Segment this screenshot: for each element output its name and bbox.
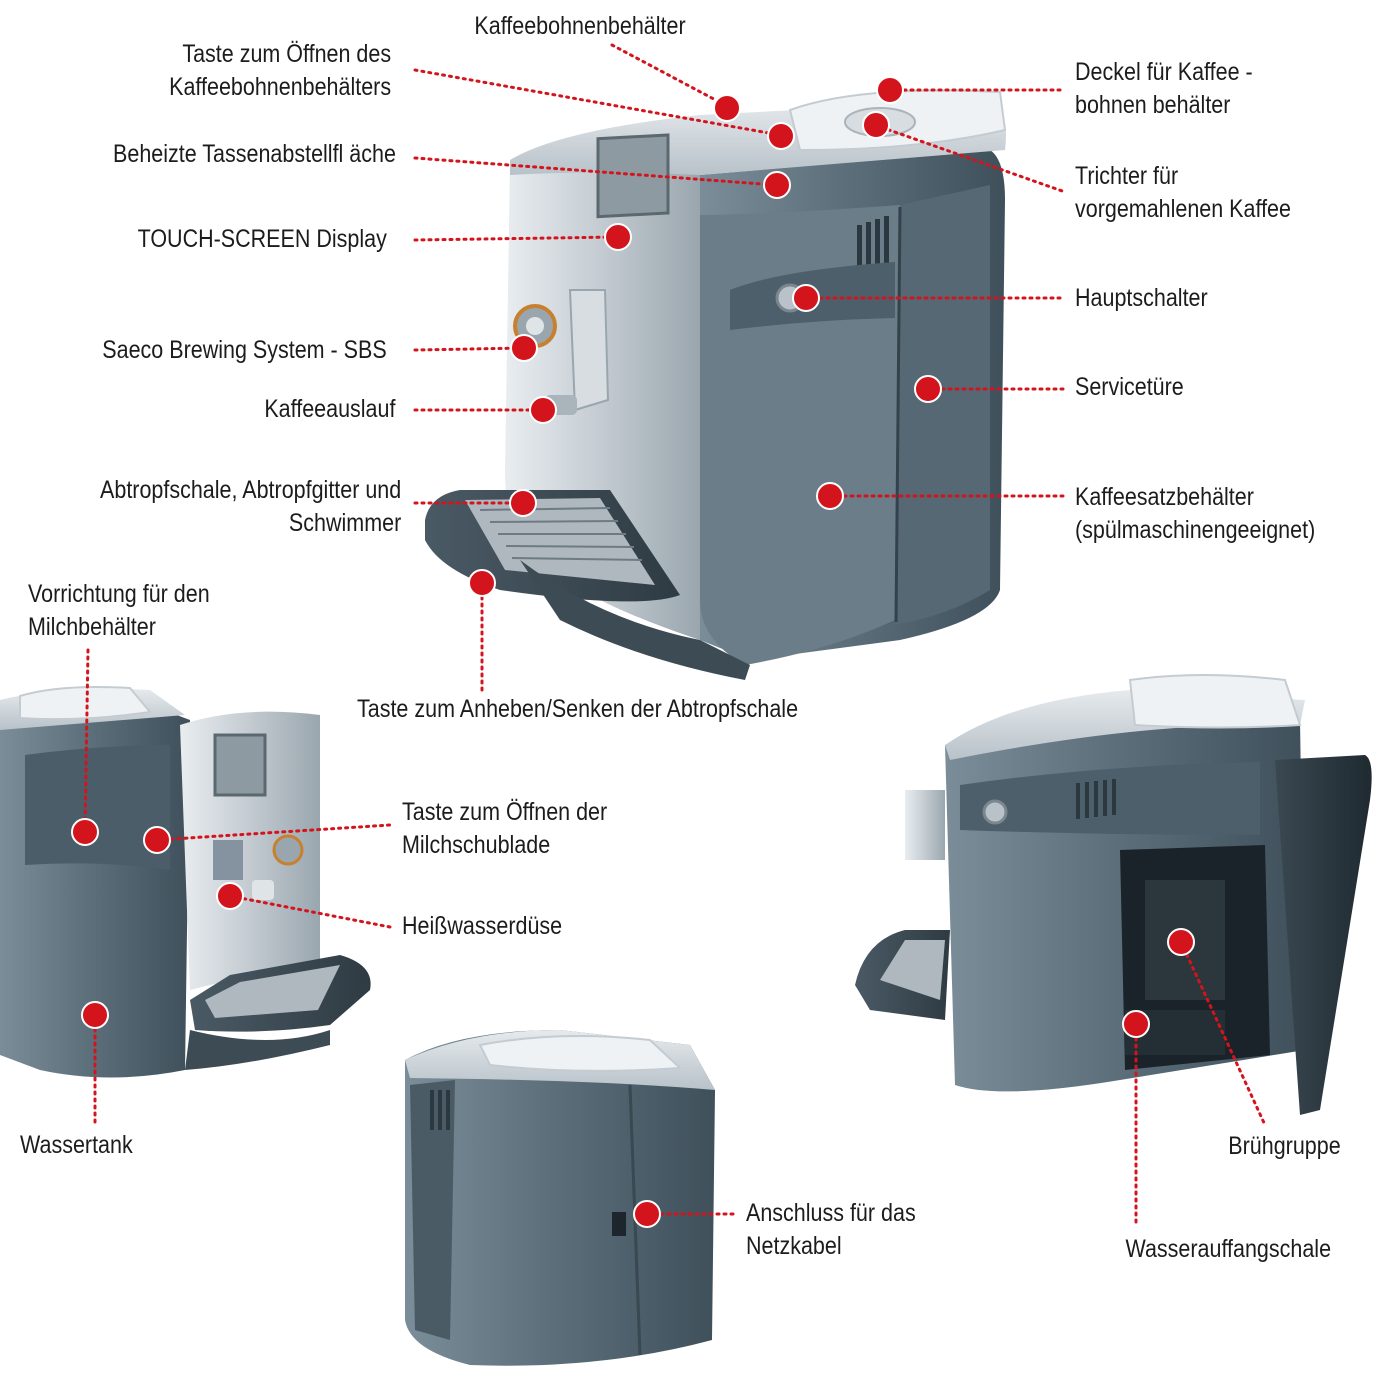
callout-dot <box>144 827 170 853</box>
label-text: bohnen behälter <box>1075 89 1253 122</box>
label-text: Trichter für <box>1075 160 1291 193</box>
callout-dot <box>72 819 98 845</box>
label-text: Beheizte Tassenabstellfl äche <box>113 138 396 171</box>
label-text: Kaffeebohnenbehälters <box>169 71 391 104</box>
label-text: Deckel für Kaffee - <box>1075 56 1253 89</box>
callout-dot <box>764 172 790 198</box>
leader-line <box>415 348 524 350</box>
rear-machine-illustration <box>405 1030 715 1366</box>
label-text: Taste zum Öffnen der <box>402 796 607 829</box>
label-text: Hauptschalter <box>1075 282 1208 315</box>
label-service-door: Servicetüre <box>1075 371 1184 404</box>
label-heated-surface: Beheizte Tassenabstellfl äche <box>113 138 396 171</box>
label-touch-display: TOUCH-SCREEN Display <box>138 223 387 256</box>
label-text: Heißwasserdüse <box>402 910 562 943</box>
label-text: Kaffeesatzbehälter <box>1075 481 1315 514</box>
callout-dot <box>82 1002 108 1028</box>
callout-dot <box>469 570 495 596</box>
callout-dot <box>877 77 903 103</box>
label-text: Abtropfschale, Abtropfgitter und <box>100 474 401 507</box>
open-machine-illustration <box>855 675 1372 1115</box>
label-bean-lid: Deckel für Kaffee - bohnen behälter <box>1075 56 1253 122</box>
callout-dot <box>511 335 537 361</box>
label-text: Taste zum Öffnen des <box>169 38 391 71</box>
label-milk-device: Vorrichtung für den Milchbehälter <box>28 578 210 644</box>
callout-dot <box>217 883 243 909</box>
callout-dot <box>510 490 536 516</box>
label-coffee-spout: Kaffeeauslauf <box>264 393 395 426</box>
label-bean-container: Kaffeebohnenbehälter <box>460 10 701 43</box>
label-text: Milchschublade <box>402 829 607 862</box>
label-brew-group: Brühgruppe <box>1229 1130 1341 1163</box>
label-hot-water: Heißwasserdüse <box>402 910 562 943</box>
side-machine-illustration <box>0 687 371 1078</box>
label-grounds-container: Kaffeesatzbehälter (spülmaschinengeeigne… <box>1075 481 1315 547</box>
callout-dot <box>634 1201 660 1227</box>
label-text: Saeco Brewing System - SBS <box>103 334 387 367</box>
label-tray-button: Taste zum Anheben/Senken der Abtropfscha… <box>357 693 798 726</box>
label-text: Anschluss für das <box>746 1197 916 1230</box>
label-drip-tray: Abtropfschale, Abtropfgitter und Schwimm… <box>100 474 401 540</box>
label-text: (spülmaschinengeeignet) <box>1075 514 1315 547</box>
label-main-switch: Hauptschalter <box>1075 282 1208 315</box>
callout-dot <box>915 376 941 402</box>
label-text: Vorrichtung für den <box>28 578 210 611</box>
label-funnel: Trichter für vorgemahlenen Kaffee <box>1075 160 1291 226</box>
callout-dot <box>817 483 843 509</box>
label-text: vorgemahlenen Kaffee <box>1075 193 1291 226</box>
callout-dot <box>1168 929 1194 955</box>
label-water-tank: Wassertank <box>20 1129 133 1162</box>
label-water-collector: Wasserauffangschale <box>1125 1233 1331 1266</box>
callout-dot <box>714 95 740 121</box>
callout-dot <box>1123 1011 1149 1037</box>
label-text: TOUCH-SCREEN Display <box>138 223 387 256</box>
label-text: Wassertank <box>20 1129 133 1162</box>
label-text: Wasserauffangschale <box>1125 1233 1331 1266</box>
callout-dot <box>768 123 794 149</box>
label-text: Servicetüre <box>1075 371 1184 404</box>
label-text: Brühgruppe <box>1229 1130 1341 1163</box>
callout-dot <box>530 397 556 423</box>
label-text: Netzkabel <box>746 1230 916 1263</box>
label-text: Milchbehälter <box>28 611 210 644</box>
callout-dot <box>605 224 631 250</box>
label-milk-drawer-button: Taste zum Öffnen der Milchschublade <box>402 796 607 862</box>
callout-dot <box>863 112 889 138</box>
label-text: Schwimmer <box>100 507 401 540</box>
label-text: Kaffeeauslauf <box>264 393 395 426</box>
label-sbs: Saeco Brewing System - SBS <box>103 334 387 367</box>
label-power-socket: Anschluss für das Netzkabel <box>746 1197 916 1263</box>
label-text: Kaffeebohnenbehälter <box>460 10 701 43</box>
leader-line <box>612 45 725 105</box>
callout-dot <box>793 285 819 311</box>
label-text: Taste zum Anheben/Senken der Abtropfscha… <box>357 693 798 726</box>
label-bean-button: Taste zum Öffnen des Kaffeebohnenbehälte… <box>169 38 391 104</box>
